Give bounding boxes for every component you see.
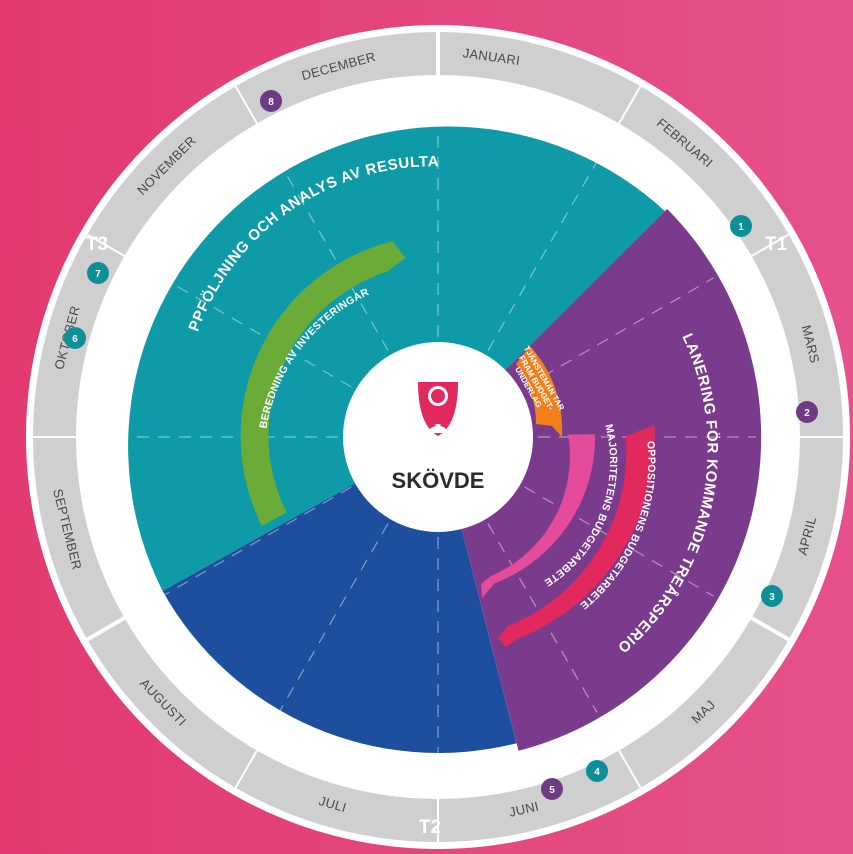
- badge-8: 8: [260, 90, 282, 112]
- arc-officials: [516, 345, 563, 437]
- term-dividers: [80, 25, 796, 645]
- dashed-guide: [487, 161, 598, 351]
- term-label-t3: T3: [86, 234, 108, 255]
- badge-6: 6: [64, 327, 86, 349]
- skovde-emblem-icon: [418, 382, 458, 436]
- arc-majority: [481, 434, 596, 598]
- month-separator: [234, 84, 258, 124]
- arc-opposition: [498, 424, 655, 647]
- badge-8-number: 8: [268, 97, 274, 108]
- badge-5: 5: [541, 778, 563, 800]
- badge-5-number: 5: [549, 785, 555, 796]
- badge-1-number: 1: [738, 222, 744, 233]
- badge-3-number: 3: [769, 592, 775, 603]
- dashed-guide: [162, 486, 352, 597]
- badge-2-number: 2: [804, 408, 810, 419]
- sector-planning: [438, 208, 762, 751]
- month-separator: [85, 233, 125, 257]
- badge-2: 2: [796, 401, 818, 423]
- badge-3: 3: [761, 585, 783, 607]
- badge-4-number: 4: [594, 767, 600, 778]
- month-separator: [618, 84, 642, 124]
- month-label-juni: JUNI: [508, 798, 541, 819]
- term-label-t2: T2: [419, 817, 441, 838]
- month-separator: [751, 233, 791, 257]
- dashed-guide: [162, 277, 352, 388]
- badge-7-number: 7: [95, 269, 101, 280]
- term-label-t1: T1: [765, 234, 788, 255]
- month-separators: [32, 84, 844, 843]
- dashed-guide: [524, 277, 714, 388]
- dashed-guide: [278, 161, 389, 351]
- dashed-guide: [278, 523, 389, 713]
- term-divider: [750, 616, 796, 645]
- month-separator: [618, 750, 642, 790]
- badge-4: 4: [586, 760, 608, 782]
- month-label-juli: JULI: [317, 793, 348, 815]
- logo-name: SKÖVDE: [392, 468, 485, 493]
- arc-investments: [240, 241, 406, 527]
- term-divider: [80, 616, 126, 645]
- badge-7: 7: [87, 262, 109, 284]
- month-separator: [234, 750, 258, 790]
- badge-6-number: 6: [72, 334, 78, 345]
- logo-disc: [343, 342, 533, 532]
- badge-1: 1: [730, 215, 752, 237]
